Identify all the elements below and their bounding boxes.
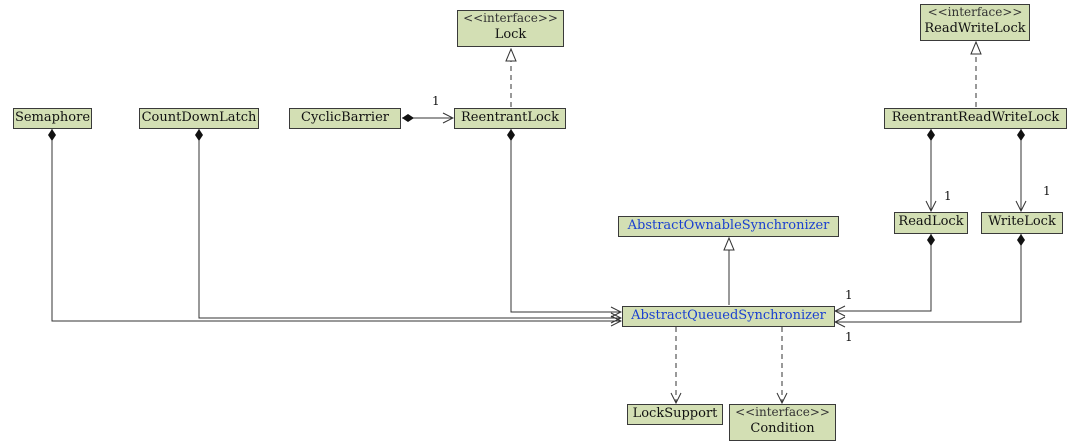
multiplicity-rrwl-readlock: 1	[944, 189, 952, 203]
class-cyclicbarrier: CyclicBarrier	[289, 108, 401, 129]
class-abstractownablesynchronizer: AbstractOwnableSynchronizer	[618, 216, 839, 237]
class-name: LockSupport	[632, 406, 718, 421]
multiplicity-cyclic-reentrant: 1	[432, 94, 440, 108]
class-name: CyclicBarrier	[301, 110, 389, 125]
class-reentrantreadwritelock: ReentrantReadWriteLock	[884, 108, 1067, 129]
class-name: AbstractQueuedSynchronizer	[631, 308, 826, 323]
composition-writelock-aqs	[835, 234, 1021, 322]
class-name: CountDownLatch	[141, 110, 257, 125]
interface-condition: <<interface>> Condition	[729, 404, 836, 441]
multiplicity-readlock-aqs: 1	[845, 288, 853, 302]
class-name: AbstractOwnableSynchronizer	[627, 218, 830, 233]
stereotype-label: <<interface>>	[927, 5, 1023, 19]
class-reentrantlock: ReentrantLock	[454, 108, 566, 129]
class-name: ReentrantLock	[461, 110, 559, 125]
interface-lock: <<interface>> Lock	[457, 10, 564, 47]
class-name: Semaphore	[14, 110, 91, 125]
stereotype-label: <<interface>>	[463, 11, 558, 25]
class-abstractqueuedsynchronizer: AbstractQueuedSynchronizer	[622, 306, 835, 327]
class-semaphore: Semaphore	[13, 108, 92, 129]
composition-reentrantlock-aqs	[511, 129, 621, 312]
composition-countdownlatch-aqs	[199, 129, 621, 318]
class-name: Condition	[750, 421, 815, 436]
class-readlock: ReadLock	[894, 212, 968, 234]
multiplicity-writelock-aqs: 1	[845, 330, 853, 344]
class-name: ReadLock	[898, 214, 964, 229]
class-locksupport: LockSupport	[627, 404, 723, 425]
class-name: ReadWriteLock	[924, 21, 1026, 36]
composition-semaphore-aqs	[52, 129, 621, 321]
class-name: WriteLock	[988, 214, 1056, 229]
class-countdownlatch: CountDownLatch	[139, 108, 259, 129]
stereotype-label: <<interface>>	[735, 405, 830, 419]
class-name: Lock	[494, 27, 527, 42]
interface-readwritelock: <<interface>> ReadWriteLock	[920, 4, 1030, 41]
class-writelock: WriteLock	[981, 212, 1063, 234]
multiplicity-rrwl-writelock: 1	[1043, 184, 1051, 198]
class-name: ReentrantReadWriteLock	[891, 110, 1060, 125]
